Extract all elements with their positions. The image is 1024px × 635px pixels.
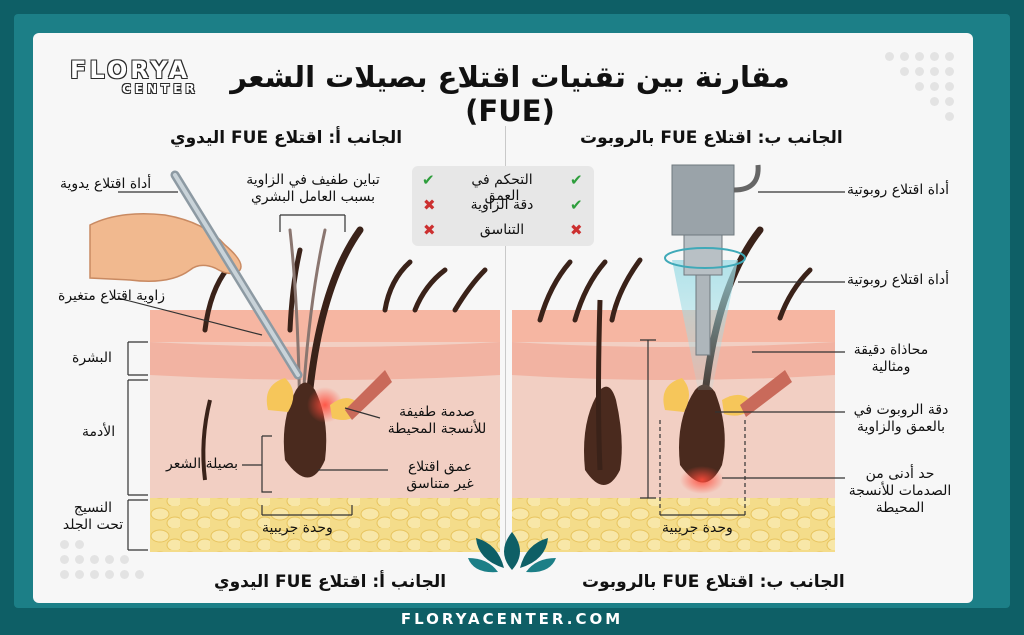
legend-row: ✔ التحكم في العمق ✔ [412, 170, 594, 204]
side-a-heading: الجانب أ: اقتلاع FUE اليدوي [170, 128, 403, 148]
legend-row: ✖ التناسق ✖ [412, 220, 594, 242]
label-robot-tool-top: أداة اقتلاع روبوتية [847, 182, 950, 198]
label-epidermis: البشرة [72, 350, 112, 366]
side-b-footer-heading: الجانب ب: اقتلاع FUE بالروبوت [582, 572, 845, 592]
manual-extraction-tool [89, 170, 303, 380]
label-subcutaneous: النسيج تحت الجلد [62, 500, 124, 533]
side-b-heading: الجانب ب: اقتلاع FUE بالروبوت [580, 128, 843, 148]
cross-icon: ✖ [423, 221, 436, 239]
label-tissue-trauma: صدمة طفيفة للأنسجة المحيطة [387, 404, 487, 437]
label-min-trauma: حد أدنى من الصدمات للأنسجة المحيطة [848, 466, 952, 516]
label-follicular-unit-a: وحدة جريبية [262, 520, 333, 536]
legend-label: التحكم في العمق [471, 172, 533, 204]
robotic-hair-follicle [679, 384, 725, 483]
legend-label: التناسق [479, 222, 525, 238]
check-icon: ✔ [570, 171, 583, 189]
label-alignment: محاذاة دقيقة ومثالية [853, 342, 929, 375]
robotic-extraction-tool [664, 164, 761, 390]
label-hair-follicle: بصيلة الشعر [166, 456, 238, 472]
comparison-legend: ✔ التحكم في العمق ✔ ✖ دقة الزاوية ✔ ✖ ال… [412, 166, 594, 246]
legend-label: دقة الزاوية [470, 197, 534, 213]
label-follicular-unit-b: وحدة جريبية [662, 520, 733, 536]
legend-row: ✖ دقة الزاوية ✔ [412, 195, 594, 217]
label-robot-tool-mid: أداة اقتلاع روبوتية [847, 272, 950, 288]
footer-url[interactable]: FLORYACENTER.COM [400, 610, 624, 628]
label-dermis: الأدمة [82, 424, 116, 440]
label-variable-angle: زاوية اقتلاع متغيرة [58, 288, 165, 304]
logo-main: FLORYA [70, 56, 191, 84]
brand-emblem-icon [468, 532, 556, 573]
label-angle-variance: تباين طفيف في الزاوية بسبب العامل البشري [246, 172, 380, 205]
center-divider [505, 126, 506, 546]
label-manual-tool: أداة اقتلاع يدوية [60, 176, 152, 192]
side-a-footer-heading: الجانب أ: اقتلاع FUE اليدوي [214, 572, 447, 592]
label-depth: عمق اقتلاع غير متناسق [406, 459, 474, 492]
label-robot-precision: دقة الروبوت في بالعمق والزاوية [853, 402, 949, 435]
cross-icon: ✖ [570, 221, 583, 239]
page-title: مقارنة بين تقنيات اقتلاع بصيلات الشعر (F… [230, 60, 790, 128]
logo-sub: CENTER [122, 82, 199, 96]
brand-logo: FLORYA CENTER [70, 56, 195, 96]
check-icon: ✔ [570, 196, 583, 214]
robotic-skin-block [512, 310, 835, 552]
check-icon: ✔ [422, 171, 435, 189]
cross-icon: ✖ [423, 196, 436, 214]
